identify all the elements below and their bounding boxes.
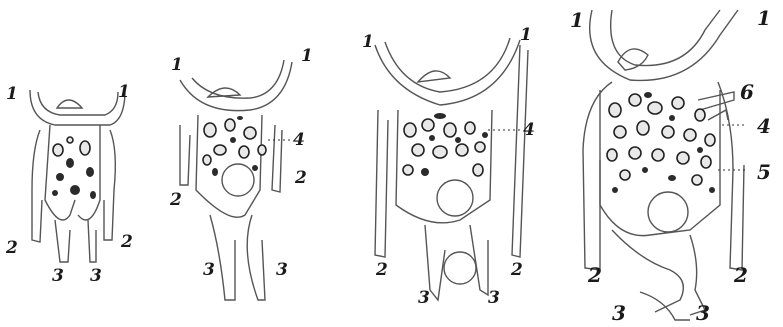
fig4-label-2-left: 2 bbox=[588, 265, 602, 285]
fig3-label-3-right: 3 bbox=[488, 290, 500, 307]
figure-1-drawing bbox=[30, 90, 125, 262]
figure-3-drawing bbox=[375, 38, 528, 300]
fig4-label-3-left: 3 bbox=[612, 303, 626, 323]
fig3-label-3-left: 3 bbox=[418, 290, 430, 307]
figure-4-drawing bbox=[583, 10, 745, 320]
fig1-label-1-left: 1 bbox=[6, 86, 18, 103]
fig1-label-2-left: 2 bbox=[6, 240, 18, 257]
figure-1-cell-cluster bbox=[52, 137, 96, 199]
fig2-label-3-left: 3 bbox=[203, 262, 215, 279]
fig1-label-3-right: 3 bbox=[90, 268, 102, 285]
fig2-label-1-left: 1 bbox=[171, 57, 183, 74]
fig3-label-2-left: 2 bbox=[376, 262, 388, 279]
fig1-label-3-left: 3 bbox=[52, 268, 64, 285]
figure-3-cell-cluster bbox=[403, 113, 488, 176]
figure-4-nodule bbox=[618, 49, 648, 70]
figure-3-lower-cavity bbox=[444, 252, 476, 284]
figure-1-nodule bbox=[57, 100, 82, 108]
fig4-label-1-left: 1 bbox=[570, 10, 584, 30]
fig3-label-1-right: 1 bbox=[520, 27, 532, 44]
figure-3-nodule bbox=[418, 71, 450, 82]
figure-4-cell-cluster bbox=[607, 92, 715, 193]
fig4-label-1-right: 1 bbox=[757, 8, 771, 28]
fig3-label-1-left: 1 bbox=[362, 34, 374, 51]
fig2-label-2-right: 2 bbox=[295, 170, 307, 187]
fig4-label-2-right: 2 bbox=[734, 265, 748, 285]
fig2-label-2-left: 2 bbox=[170, 192, 182, 209]
figure-2-nodule bbox=[208, 88, 240, 97]
fig3-label-4: 4 bbox=[523, 122, 535, 139]
figure-2-cavity bbox=[222, 164, 254, 196]
fig4-label-4: 4 bbox=[757, 116, 771, 136]
figure-4-cavity bbox=[648, 192, 688, 232]
fig2-label-3-right: 3 bbox=[276, 262, 288, 279]
fig2-label-4: 4 bbox=[293, 132, 305, 149]
figure-3-cavity bbox=[437, 180, 473, 216]
fig3-label-2-right: 2 bbox=[511, 262, 523, 279]
fig2-label-1-right: 1 bbox=[301, 48, 313, 65]
fig4-label-3-right: 3 bbox=[696, 303, 710, 323]
fig4-label-5: 5 bbox=[757, 162, 771, 182]
fig4-label-6: 6 bbox=[740, 82, 754, 102]
fig1-label-1-right: 1 bbox=[118, 84, 130, 101]
fig1-label-2-right: 2 bbox=[121, 234, 133, 251]
figure-2-cell-cluster bbox=[203, 116, 266, 176]
